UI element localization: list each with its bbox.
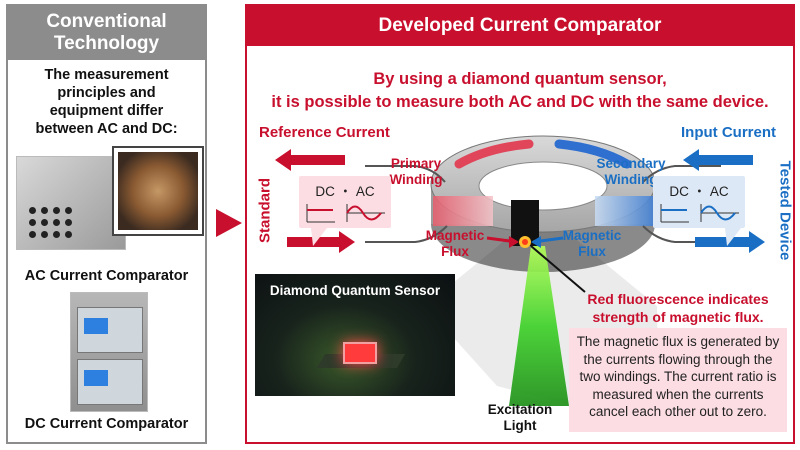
magnetic-flux-left-label: Magnetic Flux: [423, 228, 487, 260]
sensor-title: Diamond Quantum Sensor: [269, 283, 441, 298]
info-line-1: The magnetic flux is generated by: [576, 334, 780, 349]
transition-arrow-icon: [216, 209, 242, 237]
info-line-5: cancel each other out to zero.: [589, 404, 767, 419]
ac-comparator-photo: [16, 156, 126, 250]
tested-dc-text: DC: [669, 184, 689, 199]
conventional-header-line2: Technology: [53, 33, 160, 54]
info-line-3: two windings. The current ratio is: [579, 369, 777, 384]
input-current-arrow-icon: [683, 149, 753, 171]
primary-winding-top: [454, 139, 534, 169]
developed-header: Developed Current Comparator: [247, 6, 793, 46]
toroid-ring: [430, 135, 656, 272]
tested-device-label: Tested Device: [776, 160, 794, 261]
desc-line-3: equipment differ: [49, 103, 164, 119]
standard-ac-text: AC: [355, 184, 375, 199]
developed-panel: Developed Current Comparator By using a …: [245, 4, 795, 444]
ac-comparator-inset-photo: [112, 146, 204, 236]
excitation-light-line1: Excitation: [487, 402, 553, 417]
input-current-label: Input Current: [681, 124, 776, 141]
excitation-light-beam: [509, 246, 569, 406]
magnetic-flux-left-line1: Magnetic: [425, 228, 485, 243]
ac-comparator-label: AC Current Comparator: [24, 268, 189, 284]
primary-winding-label: Primary Winding: [377, 156, 455, 188]
info-line-4: measured when the currents: [592, 386, 764, 402]
dc-comparator-label: DC Current Comparator: [24, 416, 189, 432]
diamond-chip: [343, 342, 377, 364]
lead-line-2: it is possible to measure both AC and DC…: [271, 93, 769, 111]
desc-line-1: The measurement: [44, 67, 169, 83]
tested-dcac-text: DC ・ AC: [653, 180, 745, 200]
lead-line-1: By using a diamond quantum sensor,: [373, 70, 667, 88]
magnetic-flux-right-line1: Magnetic: [562, 228, 622, 243]
toroid-core-photo: [118, 152, 198, 230]
dc-comparator-photo: [70, 292, 148, 412]
conventional-panel: Conventional Technology The measurement …: [6, 4, 207, 444]
red-fluorescence-line2: strength of magnetic flux.: [592, 309, 764, 325]
red-fluorescence-line1: Red fluorescence indicates: [587, 291, 769, 307]
tested-dc-ac-wave-icon: [660, 204, 739, 223]
standard-dc-text: DC: [315, 184, 335, 199]
fluorescence-pointer: [530, 245, 586, 293]
secondary-winding-side: [595, 196, 653, 226]
excitation-light-label: Excitation Light: [487, 402, 553, 434]
secondary-winding-top: [554, 139, 632, 169]
standard-waveform-box: DC ・ AC: [299, 176, 391, 228]
magnetic-flux-right-label: Magnetic Flux: [559, 228, 625, 260]
magnetic-flux-left-line2: Flux: [441, 244, 469, 259]
desc-line-2: principles and: [57, 85, 156, 101]
secondary-winding-line1: Secondary: [596, 156, 666, 171]
lead-text: By using a diamond quantum sensor, it is…: [247, 68, 793, 114]
tested-device-output-arrow-icon: [695, 231, 765, 253]
tested-waveform-box: DC ・ AC: [653, 176, 745, 228]
reference-current-arrow-icon: [275, 149, 345, 171]
diamond-sensor-photo: Diamond Quantum Sensor: [255, 274, 455, 396]
red-fluorescence-note: Red fluorescence indicates strength of m…: [569, 290, 787, 326]
primary-winding-side: [433, 196, 493, 226]
conventional-header: Conventional Technology: [8, 6, 205, 60]
explanation-box: The magnetic flux is generated by the cu…: [569, 328, 787, 432]
standard-label: Standard: [256, 178, 274, 244]
standard-dc-ac-wave-icon: [306, 204, 385, 223]
secondary-winding-label: Secondary Winding: [585, 156, 677, 188]
tested-ac-text: AC: [709, 184, 729, 199]
desc-line-4: between AC and DC:: [35, 121, 178, 137]
info-line-2: the currents flowing through the: [583, 351, 773, 367]
reference-current-label: Reference Current: [259, 124, 390, 141]
primary-winding-line2: Winding: [389, 172, 443, 187]
standard-dcac-text: DC ・ AC: [299, 180, 391, 200]
excitation-light-line2: Light: [503, 418, 537, 433]
primary-winding-line1: Primary: [390, 156, 442, 171]
standard-bullet: ・: [338, 184, 353, 199]
tested-bullet: ・: [692, 184, 707, 199]
conventional-header-line1: Conventional: [46, 11, 167, 32]
conventional-description: The measurement principles and equipment…: [12, 66, 201, 138]
secondary-winding-line2: Winding: [604, 172, 658, 187]
magnetic-flux-right-line2: Flux: [578, 244, 606, 259]
